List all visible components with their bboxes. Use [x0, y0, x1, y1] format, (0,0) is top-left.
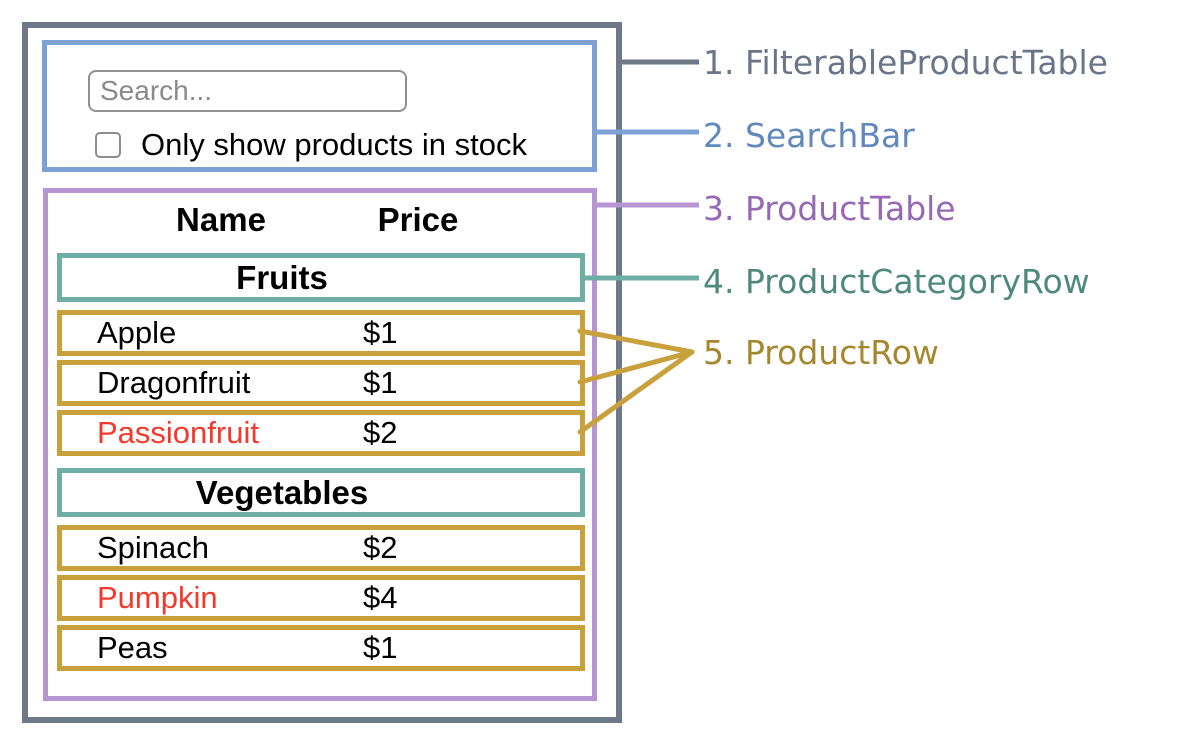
product-price: $2: [363, 530, 398, 565]
section-rows: Apple $1 Dragonfruit $1 Passionfruit $2: [48, 310, 592, 456]
product-table-box: Name Price Fruits Apple $1 Dragonfruit $…: [43, 188, 597, 701]
table-header-row: Name Price: [48, 203, 592, 237]
search-bar-box: Only show products in stock: [42, 40, 597, 172]
product-price: $2: [363, 415, 398, 450]
product-row: Dragonfruit $1: [57, 360, 585, 406]
product-price: $1: [363, 630, 398, 665]
product-category-row: Fruits: [57, 253, 585, 302]
product-name: Peas: [97, 630, 168, 665]
filterable-product-table-box: Only show products in stock Name Price F…: [22, 22, 622, 723]
legend-item: 3. ProductTable: [703, 189, 956, 228]
product-row: Spinach $2: [57, 525, 585, 571]
stock-filter-row: Only show products in stock: [95, 127, 527, 162]
category-label: Fruits: [236, 258, 328, 296]
search-input[interactable]: [88, 70, 407, 112]
product-name: Spinach: [97, 530, 210, 565]
product-row: Peas $1: [57, 625, 585, 671]
product-name: Apple: [97, 315, 177, 350]
product-name: Dragonfruit: [97, 365, 251, 400]
legend-item: 4. ProductCategoryRow: [703, 262, 1090, 301]
table-sections: Fruits Apple $1 Dragonfruit $1 Passionfr…: [48, 253, 592, 671]
product-row: Passionfruit $2: [57, 410, 585, 456]
product-row: Apple $1: [57, 310, 585, 356]
category-label: Vegetables: [195, 473, 369, 511]
column-header-name: Name: [176, 201, 266, 238]
table-section: Fruits Apple $1 Dragonfruit $1 Passionfr…: [48, 253, 592, 456]
legend-item: 5. ProductRow: [703, 333, 939, 372]
product-name: Passionfruit: [97, 415, 259, 450]
product-name: Pumpkin: [97, 580, 218, 615]
in-stock-label: Only show products in stock: [141, 127, 527, 162]
product-price: $1: [363, 315, 398, 350]
product-row: Pumpkin $4: [57, 575, 585, 621]
product-price: $1: [363, 365, 398, 400]
product-price: $4: [363, 580, 398, 615]
section-rows: Spinach $2 Pumpkin $4 Peas $1: [48, 525, 592, 671]
in-stock-checkbox[interactable]: [95, 132, 121, 158]
column-header-price: Price: [377, 201, 459, 238]
legend-item: 1. FilterableProductTable: [703, 43, 1108, 82]
product-category-row: Vegetables: [57, 468, 585, 517]
legend-item: 2. SearchBar: [703, 116, 915, 155]
table-section: Vegetables Spinach $2 Pumpkin $4 Peas $1: [48, 468, 592, 671]
